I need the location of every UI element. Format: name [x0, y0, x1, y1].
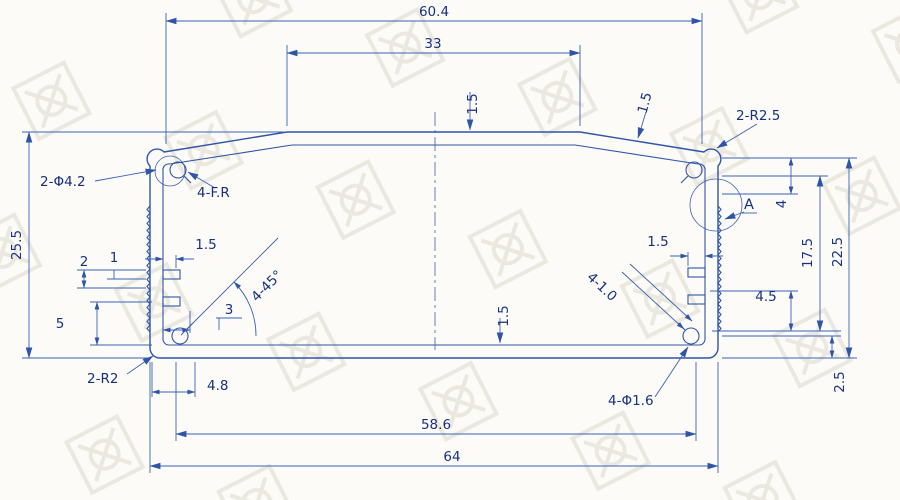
dim-slot-pitch-label: 2: [80, 254, 89, 270]
dim-side-height: 22.5: [722, 157, 857, 359]
dim-right-slot-depth-label: 1.5: [647, 234, 668, 250]
dim-top-corner-radius: 2-R2.5: [716, 108, 780, 149]
left-wall-serration: [146, 205, 151, 333]
dimension-annotations: 60.4 33 1.5 1.5 2-R2.5 2-Φ4.2 4-F.R: [9, 4, 857, 473]
boss-slot-openings: [183, 175, 689, 331]
left-slot-tab-upper: [162, 269, 181, 280]
dim-inner-width: 58.6: [175, 362, 697, 441]
dim-top-corner-radius-label: 2-R2.5: [736, 108, 780, 124]
screw-boss-top-left: [169, 161, 187, 179]
dim-right-inner-height: 17.5: [722, 175, 828, 332]
inner-profile-path: [162, 144, 706, 346]
outer-profile-path: [146, 131, 722, 359]
dim-bottom-step-label: 2.5: [832, 371, 848, 392]
dim-right-step-label: 4.5: [755, 289, 776, 305]
dim-bottom-step: 2.5: [722, 335, 848, 393]
screw-boss-bottom-right: [682, 327, 700, 345]
detail-a-callout: A: [724, 197, 757, 220]
dim-slot-length-label: 3: [225, 302, 234, 318]
dim-top-wall-label: 1.5: [465, 93, 481, 114]
dim-screw-hole-label: 4-Φ1.6: [608, 393, 654, 409]
dim-top-step-label: 4: [774, 200, 790, 209]
dim-top-flat-width: 33: [286, 36, 581, 126]
dim-left-slot-depth: 1.5: [145, 237, 217, 268]
dim-corner-hole-label: 2-Φ4.2: [40, 174, 86, 190]
dim-right-inner-height-label: 17.5: [800, 238, 816, 268]
dim-bottom-corner-radius: 2-R2: [87, 355, 154, 387]
dim-top-flat-width-label: 33: [424, 36, 441, 52]
dim-right-step-height: 4.5: [710, 289, 841, 332]
screw-boss-top-right: [685, 161, 703, 179]
dim-slope-wall-label: 1.5: [635, 91, 656, 116]
dim-inner-width-label: 58.6: [421, 417, 451, 433]
dim-screw-hole: 4-Φ1.6: [608, 346, 689, 409]
right-slot-tab-upper: [687, 267, 706, 278]
dim-overall-height: 25.5: [9, 131, 287, 359]
dim-bottom-wall-label: 1.5: [496, 305, 512, 326]
dim-overall-width: 64: [149, 362, 719, 473]
right-wall-serration: [717, 205, 722, 333]
dim-slot-pitch: 2: [77, 254, 146, 289]
profile-geometry: [146, 112, 743, 359]
dim-right-slot-depth: 1.5: [647, 234, 723, 266]
dim-slope-wall-thickness: 1.5: [635, 91, 656, 139]
dim-corner-fillet: 4-F.R: [187, 171, 230, 201]
dim-top-width-label: 60.4: [419, 4, 449, 20]
dim-top-wall-thickness: 1.5: [465, 92, 481, 131]
dim-top-step: 4: [722, 157, 798, 209]
dim-bottom-corner-radius-label: 2-R2: [87, 371, 118, 387]
dim-screw-boss-offset-label: 4.8: [207, 378, 228, 394]
dim-slot-bottom-offset-label: 5: [56, 316, 65, 332]
dim-slot-width-label: 1: [110, 250, 119, 266]
dim-left-slot-depth-label: 1.5: [195, 237, 216, 253]
dim-slot-width: 1: [107, 250, 146, 280]
detail-a-circle: [689, 178, 743, 232]
dim-overall-height-label: 25.5: [9, 230, 25, 260]
right-slot-tab-lower: [687, 294, 706, 305]
left-slot-tab-lower: [162, 296, 181, 307]
dim-slot-bottom-offset: 5: [56, 301, 152, 346]
dim-corner-fillet-label: 4-F.R: [197, 185, 230, 201]
dim-top-width: 60.4: [165, 4, 703, 144]
dim-bottom-wall-thickness: 1.5: [496, 305, 512, 344]
pcb-slot-tabs: [162, 267, 706, 307]
dim-overall-width-label: 64: [443, 449, 460, 465]
dim-corner-hole: 2-Φ4.2: [40, 168, 157, 190]
detail-a-label: A: [744, 197, 754, 213]
dim-side-height-label: 22.5: [830, 237, 846, 267]
dim-screw-boss-offset: 4.8: [151, 362, 228, 397]
